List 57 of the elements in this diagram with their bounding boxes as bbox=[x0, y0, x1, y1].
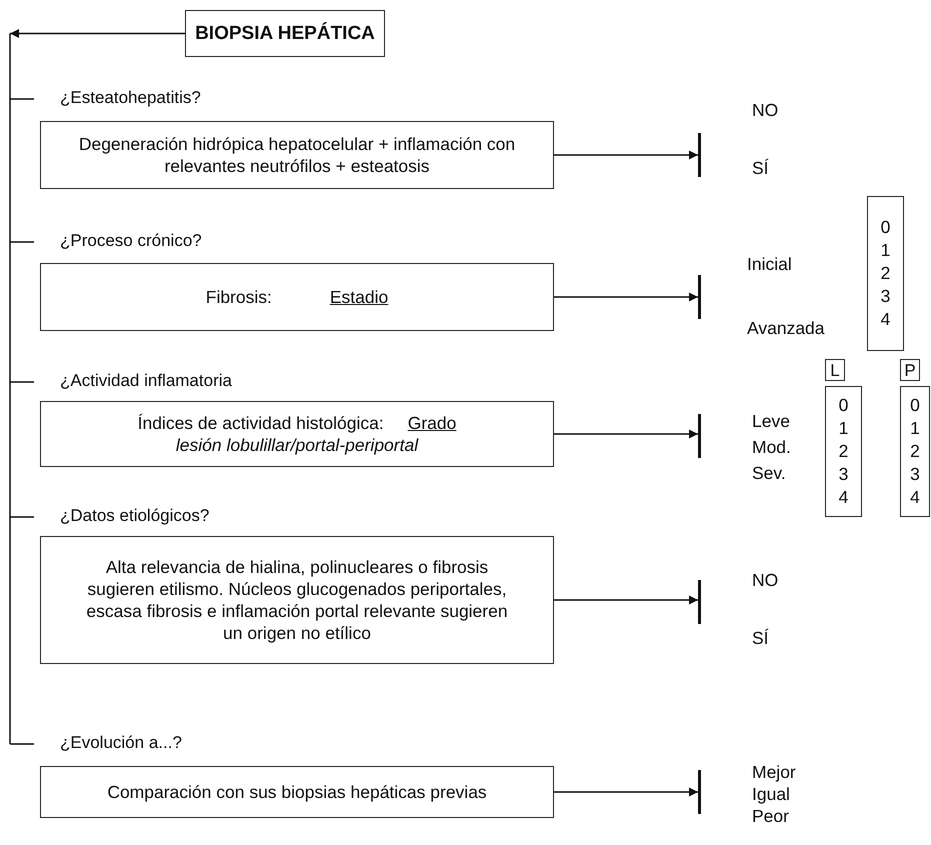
arrow bbox=[554, 292, 698, 302]
score-value: 2 bbox=[838, 440, 848, 463]
underlined-term: Grado bbox=[408, 412, 456, 434]
outcome-label: Peor bbox=[752, 806, 789, 827]
stop-bar bbox=[698, 133, 701, 177]
question-heading: ¿Esteatohepatitis? bbox=[60, 88, 201, 108]
score-value: 4 bbox=[880, 308, 890, 331]
score-column bbox=[900, 386, 930, 517]
arrow bbox=[554, 596, 698, 604]
column-header: P bbox=[900, 359, 920, 381]
outcome-label: Mejor bbox=[752, 762, 796, 783]
arrow bbox=[554, 430, 698, 438]
score-value: 0 bbox=[838, 394, 848, 417]
stop-bar bbox=[698, 770, 701, 814]
score-column bbox=[867, 196, 904, 351]
stop-bar bbox=[698, 580, 701, 624]
score-value: 4 bbox=[838, 486, 848, 509]
stop-bar bbox=[698, 275, 701, 319]
outcome-label: Leve bbox=[752, 411, 790, 432]
score-value: 0 bbox=[910, 394, 920, 417]
outcome-label: Igual bbox=[752, 784, 790, 805]
underlined-term: Estadio bbox=[330, 286, 388, 308]
outcome-label: Mod. bbox=[752, 437, 791, 458]
outcome-label: Sev. bbox=[752, 463, 786, 484]
title-box: BIOPSIA HEPÁTICA bbox=[185, 10, 385, 57]
score-value: 4 bbox=[910, 486, 920, 509]
box-text: Fibrosis: bbox=[206, 286, 272, 308]
box-text: Índices de actividad histológica: bbox=[138, 412, 384, 434]
question-heading: ¿Proceso crónico? bbox=[60, 231, 202, 251]
stage-label: Inicial bbox=[747, 254, 792, 275]
question-heading: ¿Actividad inflamatoria bbox=[60, 371, 232, 391]
box-text: Alta relevancia de hialina, polinucleares o fibrosis sugieren etilismo. Núcleos glucogenados periportales, escasa fibrosis e inflamación portal relevante sugieren un origen no etílico bbox=[85, 556, 509, 644]
score-value: 2 bbox=[880, 262, 890, 285]
score-column bbox=[825, 386, 862, 517]
score-value: 3 bbox=[838, 463, 848, 486]
score-value: 1 bbox=[910, 417, 920, 440]
score-value: 3 bbox=[880, 285, 890, 308]
outcome-label: NO bbox=[752, 100, 778, 121]
score-value: 0 bbox=[880, 216, 890, 239]
score-value: 1 bbox=[880, 239, 890, 262]
box-text: Comparación con sus biopsias hepáticas previas bbox=[107, 781, 487, 803]
score-value: 2 bbox=[910, 440, 920, 463]
column-header: L bbox=[825, 359, 845, 381]
outcome-label: NO bbox=[752, 570, 778, 591]
outcome-label: SÍ bbox=[752, 158, 769, 179]
question-heading: ¿Datos etiológicos? bbox=[60, 506, 210, 526]
score-value: 1 bbox=[838, 417, 848, 440]
score-value: 3 bbox=[910, 463, 920, 486]
question-heading: ¿Evolución a...? bbox=[60, 733, 182, 753]
outcome-label: SÍ bbox=[752, 628, 769, 649]
arrow bbox=[554, 788, 698, 796]
arrow bbox=[10, 29, 185, 38]
box-text: lesión lobulillar/portal-periportal bbox=[176, 434, 418, 456]
arrow bbox=[554, 150, 698, 160]
box-text: Degeneración hidrópica hepatocelular + inflamación con relevantes neutrófilos + esteatosis bbox=[78, 133, 516, 177]
stop-bar bbox=[698, 414, 701, 458]
stage-label: Avanzada bbox=[747, 318, 825, 339]
